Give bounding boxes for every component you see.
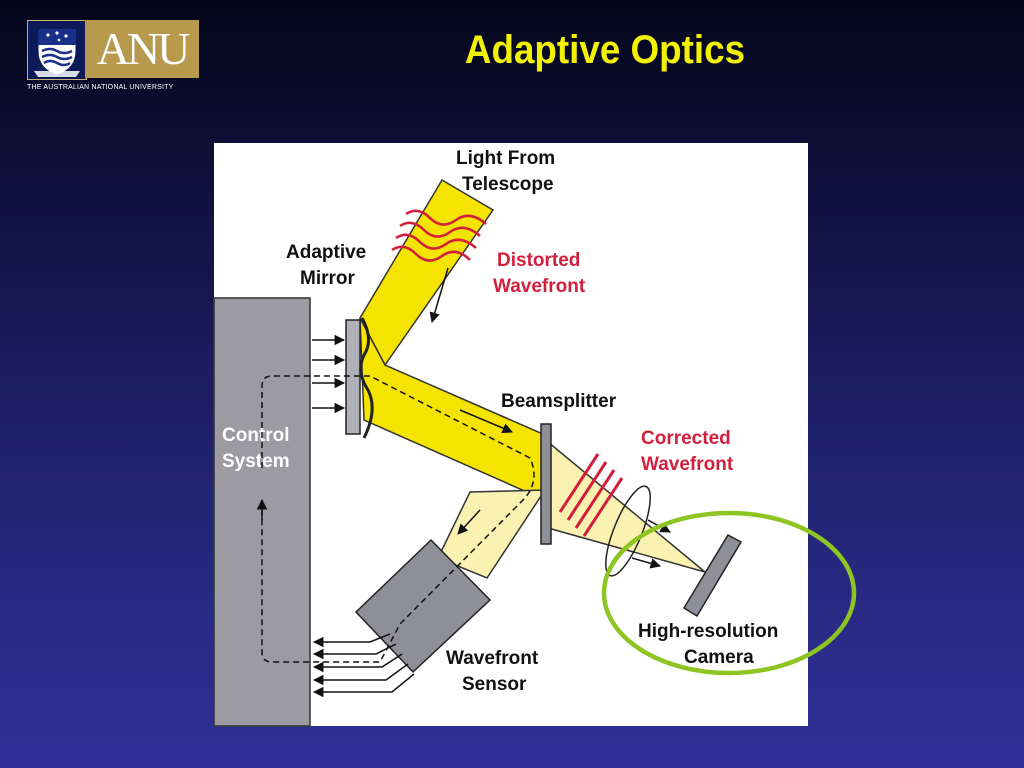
actuator-arrows bbox=[312, 334, 346, 414]
corrected-wavefront-lines bbox=[558, 453, 624, 537]
corrected-wavefront-label: Wavefront bbox=[641, 454, 734, 475]
adaptive-mirror bbox=[345, 319, 361, 435]
university-name: THE AUSTRALIAN NATIONAL UNIVERSITY bbox=[27, 84, 174, 91]
feedback-path bbox=[261, 375, 535, 663]
system-label: System bbox=[222, 451, 290, 472]
distorted-wavefront-lines bbox=[391, 209, 487, 262]
mirror-label: Mirror bbox=[300, 268, 356, 289]
wavefront-sensor bbox=[354, 538, 492, 674]
incoming-beam bbox=[359, 178, 495, 367]
telescope-label: Telescope bbox=[462, 174, 554, 195]
crest-icon bbox=[27, 20, 87, 80]
sensor-wavefront-label: Wavefront bbox=[446, 648, 539, 669]
camera-highlight-circle bbox=[601, 510, 857, 676]
sensor-label: Sensor bbox=[462, 674, 527, 695]
corrected-label: Corrected bbox=[641, 428, 731, 449]
beamsplitter bbox=[540, 423, 552, 545]
beamsplitter-label: Beamsplitter bbox=[501, 391, 617, 412]
distorted-wavefront-label: Wavefront bbox=[493, 276, 586, 297]
control-label: Control bbox=[222, 425, 290, 446]
high-resolution-label: High-resolution bbox=[638, 621, 778, 642]
sensor-beam bbox=[436, 489, 547, 579]
adaptive-label: Adaptive bbox=[286, 242, 366, 263]
anu-logo: ANU THE AUSTRALIAN NATIONAL UNIVERSITY bbox=[27, 20, 199, 98]
camera-sensor bbox=[682, 534, 743, 618]
distorted-label: Distorted bbox=[497, 250, 580, 271]
slide-title: Adaptive Optics bbox=[464, 28, 746, 72]
sensor-signal-arrows bbox=[312, 633, 415, 698]
camera-label: Camera bbox=[684, 647, 754, 668]
light-from-label: Light From bbox=[456, 148, 555, 169]
logo-text: ANU bbox=[96, 23, 191, 74]
